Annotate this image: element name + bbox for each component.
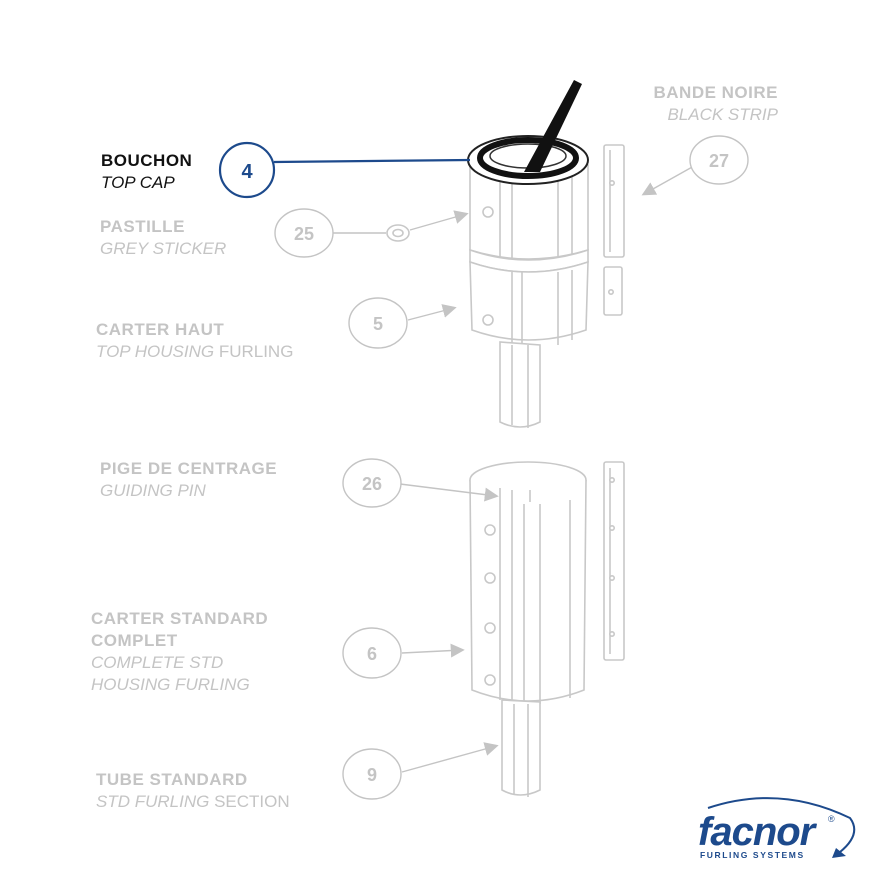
label-std-section-fr: TUBE STANDARD bbox=[96, 770, 248, 789]
lower-strip-drawing bbox=[603, 461, 625, 661]
grey-sticker-drawing bbox=[386, 224, 410, 242]
label-guiding-pin-fr: PIGE DE CENTRAGE bbox=[100, 459, 278, 478]
label-std-housing-fr2: COMPLET bbox=[91, 631, 178, 650]
label-std-housing-en2: HOUSING FURLING bbox=[91, 675, 250, 694]
upper-drum-drawing bbox=[469, 164, 589, 428]
arrow-guiding-pin bbox=[399, 483, 499, 502]
bubble-std-housing[interactable] bbox=[342, 627, 402, 679]
label-grey-sticker[interactable]: PASTILLE GREY STICKER bbox=[100, 216, 226, 260]
bubble-number-top-cap: 4 bbox=[241, 161, 253, 183]
top-cap-drawing bbox=[467, 80, 589, 185]
logo-swoosh-icon bbox=[707, 797, 856, 858]
label-grey-sticker-fr: PASTILLE bbox=[100, 217, 185, 236]
label-guiding-pin[interactable]: PIGE DE CENTRAGE GUIDING PIN bbox=[100, 458, 277, 502]
facnor-logo: facnor ® FURLING SYSTEMS bbox=[690, 790, 865, 870]
bubble-std-section[interactable] bbox=[342, 748, 402, 800]
label-black-strip-en: BLACK STRIP bbox=[667, 105, 778, 124]
label-top-housing-en: TOP HOUSING bbox=[96, 342, 215, 361]
label-top-housing-fr: CARTER HAUT bbox=[96, 320, 225, 339]
bubble-guiding-pin[interactable] bbox=[342, 458, 402, 508]
black-strip-drawing bbox=[603, 144, 625, 316]
label-std-section-en: STD FURLING bbox=[96, 792, 210, 811]
leader-top-cap bbox=[273, 158, 471, 164]
arrow-black-strip bbox=[641, 165, 695, 196]
standard-housing-drawing bbox=[469, 461, 587, 797]
logo-tagline: FURLING SYSTEMS bbox=[700, 850, 805, 860]
label-top-cap-fr: BOUCHON bbox=[101, 151, 193, 170]
logo-wordmark: facnor bbox=[698, 810, 815, 854]
label-std-housing-fr: CARTER STANDARD bbox=[91, 609, 269, 628]
label-grey-sticker-en: GREY STICKER bbox=[100, 239, 227, 258]
arrow-grey-sticker bbox=[409, 210, 469, 231]
label-black-strip-fr: BANDE NOIRE bbox=[653, 83, 778, 102]
label-std-section-en-suffix: SECTION bbox=[214, 792, 290, 811]
label-guiding-pin-en: GUIDING PIN bbox=[100, 481, 206, 500]
label-std-housing[interactable]: CARTER STANDARD COMPLET COMPLETE STD HOU… bbox=[91, 608, 268, 696]
bubble-number-top-housing: 5 bbox=[373, 314, 383, 334]
label-std-housing-en: COMPLETE STD bbox=[91, 653, 224, 672]
label-top-housing[interactable]: CARTER HAUT TOP HOUSING FURLING bbox=[96, 319, 293, 363]
label-black-strip[interactable]: BANDE NOIRE BLACK STRIP bbox=[620, 82, 778, 126]
arrow-std-section bbox=[401, 742, 499, 773]
label-top-cap-en: TOP CAP bbox=[101, 173, 175, 192]
label-top-cap[interactable]: BOUCHON TOP CAP bbox=[101, 150, 192, 194]
bubble-number-std-section: 9 bbox=[367, 765, 377, 785]
bubble-number-guiding-pin: 26 bbox=[362, 474, 382, 494]
bubble-black-strip[interactable] bbox=[689, 135, 749, 185]
label-std-section[interactable]: TUBE STANDARD STD FURLING SECTION bbox=[96, 769, 290, 813]
bubble-top-cap[interactable] bbox=[218, 141, 276, 199]
bubble-number-std-housing: 6 bbox=[367, 644, 377, 664]
logo-registered: ® bbox=[828, 814, 835, 824]
bubble-grey-sticker[interactable] bbox=[274, 208, 334, 258]
bubble-top-housing[interactable] bbox=[348, 297, 408, 349]
arrow-top-housing bbox=[407, 304, 457, 321]
bubble-number-grey-sticker: 25 bbox=[294, 224, 314, 244]
label-top-housing-en-suffix: FURLING bbox=[218, 342, 294, 361]
arrow-std-housing bbox=[401, 643, 465, 658]
bubble-number-black-strip: 27 bbox=[709, 151, 729, 171]
